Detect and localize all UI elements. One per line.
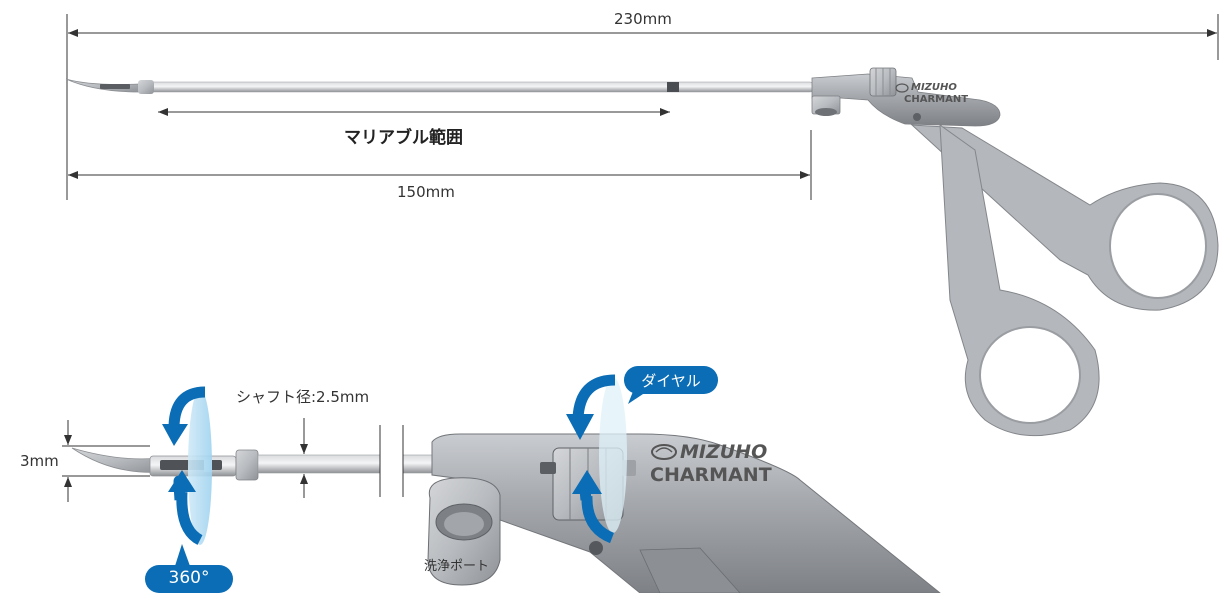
irrigation-port-label: 洗浄ポート: [424, 559, 490, 574]
malleable-range-label: マリアブル範囲: [344, 128, 463, 148]
brand-logo-icon: [651, 83, 909, 460]
brand-name-bottom-large: CHARMANT: [650, 464, 772, 486]
rotation-callout-text: 360°: [168, 568, 210, 588]
dimension-total-length: [66, 14, 1219, 200]
brand-name-bottom-small: CHARMANT: [904, 94, 969, 105]
total-length-label: 230mm: [614, 10, 672, 28]
brand-name-top-large: MIZUHO: [680, 441, 768, 463]
dial-arrows-icon: [566, 374, 616, 544]
instrument-detail-view: [71, 377, 942, 594]
tip-height-label: 3mm: [20, 452, 59, 470]
shaft-length-label: 150mm: [397, 183, 455, 201]
rotation-callout-bubble: [145, 544, 233, 593]
shaft-diameter-label: シャフト径:2.5mm: [236, 388, 370, 406]
rotation-arrows-icon: [162, 386, 206, 545]
dimension-tip-height: [62, 420, 150, 502]
instrument-full-view: [65, 67, 1219, 437]
dial-callout-text: ダイヤル: [641, 372, 701, 390]
dimension-shaft-length: [68, 130, 812, 200]
dial-callout-bubble: [624, 366, 718, 404]
brand-name-top-small: MIZUHO: [911, 82, 957, 93]
